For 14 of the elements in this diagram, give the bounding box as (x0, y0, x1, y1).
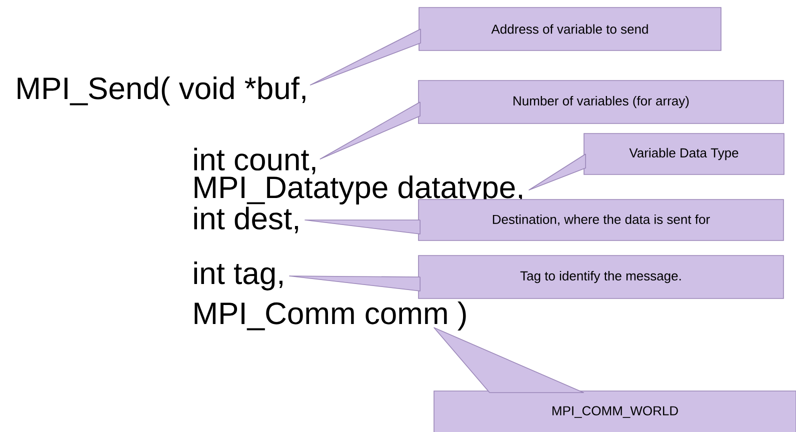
callout-box: MPI_COMM_WORLD (434, 390, 796, 432)
code-line: int dest, (194, 206, 298, 234)
callout-box: Tag to identify the message. (418, 255, 784, 299)
callout-pointer (434, 327, 584, 393)
callout-box: Destination, where the data is sent for (418, 199, 784, 241)
callout-pointer (320, 102, 420, 160)
code-line: MPI_Comm comm ) (194, 302, 466, 330)
code-line: int tag, (194, 262, 282, 290)
callout-pointer (304, 220, 420, 234)
code-line: int count, (194, 148, 316, 174)
code-line: MPI_Send( void *buf, (18, 76, 306, 106)
callout-pointer (289, 276, 420, 292)
callout-pointer (310, 28, 421, 86)
callout-pointer (528, 154, 586, 190)
